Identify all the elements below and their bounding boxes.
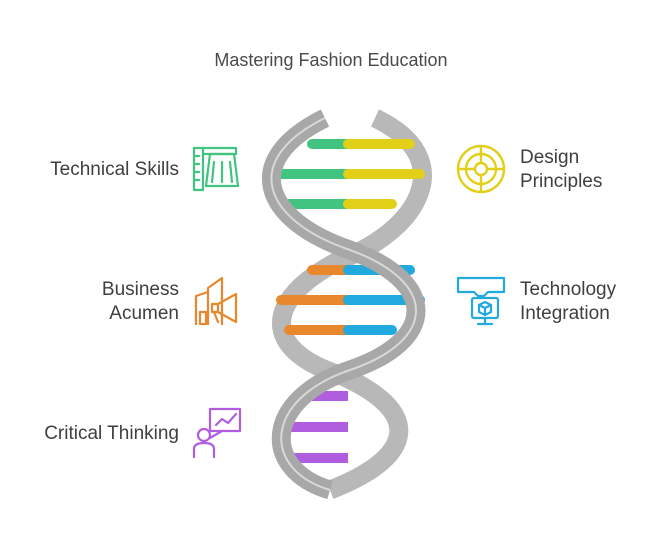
vr-headset-monitor-icon: [456, 276, 506, 326]
fashion-sketch-ruler-icon: [192, 146, 240, 192]
rungs-technical-skills: [276, 139, 353, 209]
label-design-principles: Design Principles: [520, 147, 603, 192]
target-circle-icon: [456, 144, 506, 194]
person-presentation-chart-icon: [192, 407, 242, 459]
page-title: Mastering Fashion Education: [214, 50, 448, 70]
rungs-business-acumen: [276, 265, 353, 335]
rungs-design-principles: [343, 139, 425, 209]
label-technical-skills: Technical Skills: [50, 159, 179, 180]
label-business-acumen: Business Acumen: [101, 279, 179, 324]
label-technology-integration: Technology Integration: [520, 279, 617, 324]
megaphone-buildings-icon: [194, 276, 238, 326]
helix-strand-back: [272, 109, 432, 499]
label-critical-thinking: Critical Thinking: [44, 423, 179, 444]
